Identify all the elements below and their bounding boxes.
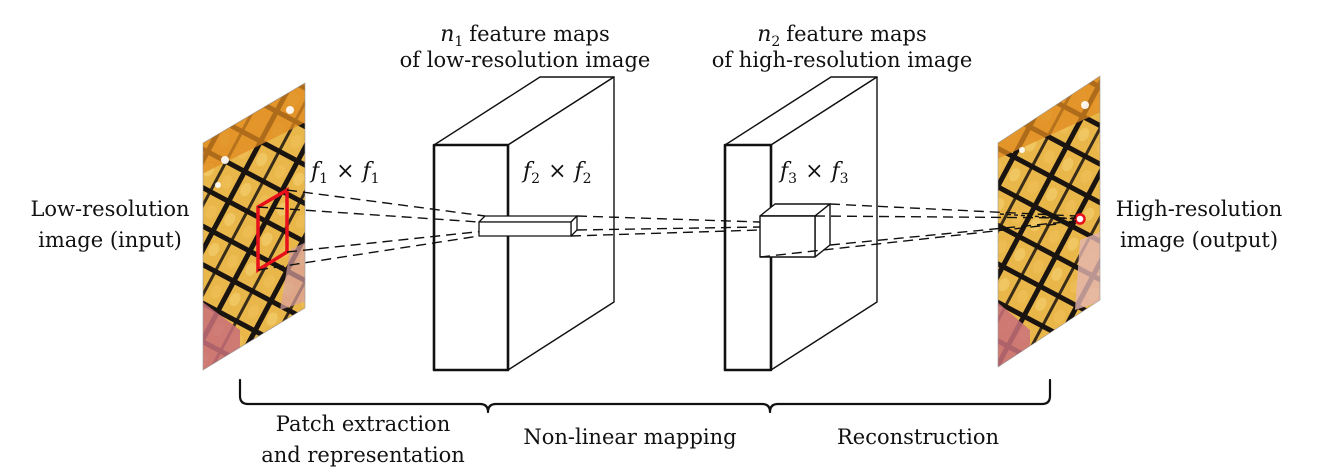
connector-lines-stage3 <box>759 203 1077 258</box>
stage-brace <box>238 378 1052 414</box>
stage-labels: Patch extraction and representation Non-… <box>261 412 999 467</box>
output-pixel <box>1074 213 1086 225</box>
input-label: Low-resolution image (input) <box>30 197 189 252</box>
connector-lines-stage2 <box>570 215 761 237</box>
layer2-caption-line2: of high-resolution image <box>712 48 973 72</box>
filter-f1-label: f1×f1 <box>309 159 380 187</box>
filter-size-f2: f2×f2 <box>521 159 592 187</box>
input-image <box>202 82 306 371</box>
output-label: High-resolution image (output) <box>1116 197 1283 252</box>
layer2-sub: 2 <box>771 34 780 50</box>
layer1-symbol: n <box>440 22 454 47</box>
layer1-sub: 1 <box>454 34 463 50</box>
stage3-label: Reconstruction <box>837 425 999 449</box>
layer1-caption-text: feature maps <box>469 22 609 46</box>
input-label-line1: Low-resolution <box>30 197 189 221</box>
layer2-symbol: n <box>757 22 771 47</box>
filter-f2-label: f2×f2 <box>521 159 592 187</box>
connector-lines-stage1 <box>257 189 486 271</box>
stage2-label: Non-linear mapping <box>523 425 736 449</box>
filter-size-f1: f1×f1 <box>309 159 380 187</box>
layer1-caption-line1: n1 feature maps <box>440 22 610 50</box>
filter-f3-label: f3×f3 <box>778 159 849 187</box>
layer1-caption-line2: of low-resolution image <box>400 48 651 72</box>
input-label-line2: image (input) <box>38 228 182 252</box>
filter-f2-slab <box>478 215 578 237</box>
stage1-label-line2: and representation <box>261 443 465 467</box>
layer1-caption: n1 feature maps of low-resolution image <box>400 22 651 72</box>
output-label-line2: image (output) <box>1120 228 1278 252</box>
output-image <box>997 75 1101 368</box>
layer2-caption-line1: n2 feature maps <box>757 22 927 50</box>
output-label-line1: High-resolution <box>1116 197 1283 221</box>
layer2-caption: n2 feature maps of high-resolution image <box>712 22 973 72</box>
filter-f3-cube <box>759 203 831 258</box>
stage1-label-line1: Patch extraction <box>276 412 450 436</box>
layer2-caption-text: feature maps <box>786 22 926 46</box>
filter-size-f3: f3×f3 <box>778 159 849 187</box>
